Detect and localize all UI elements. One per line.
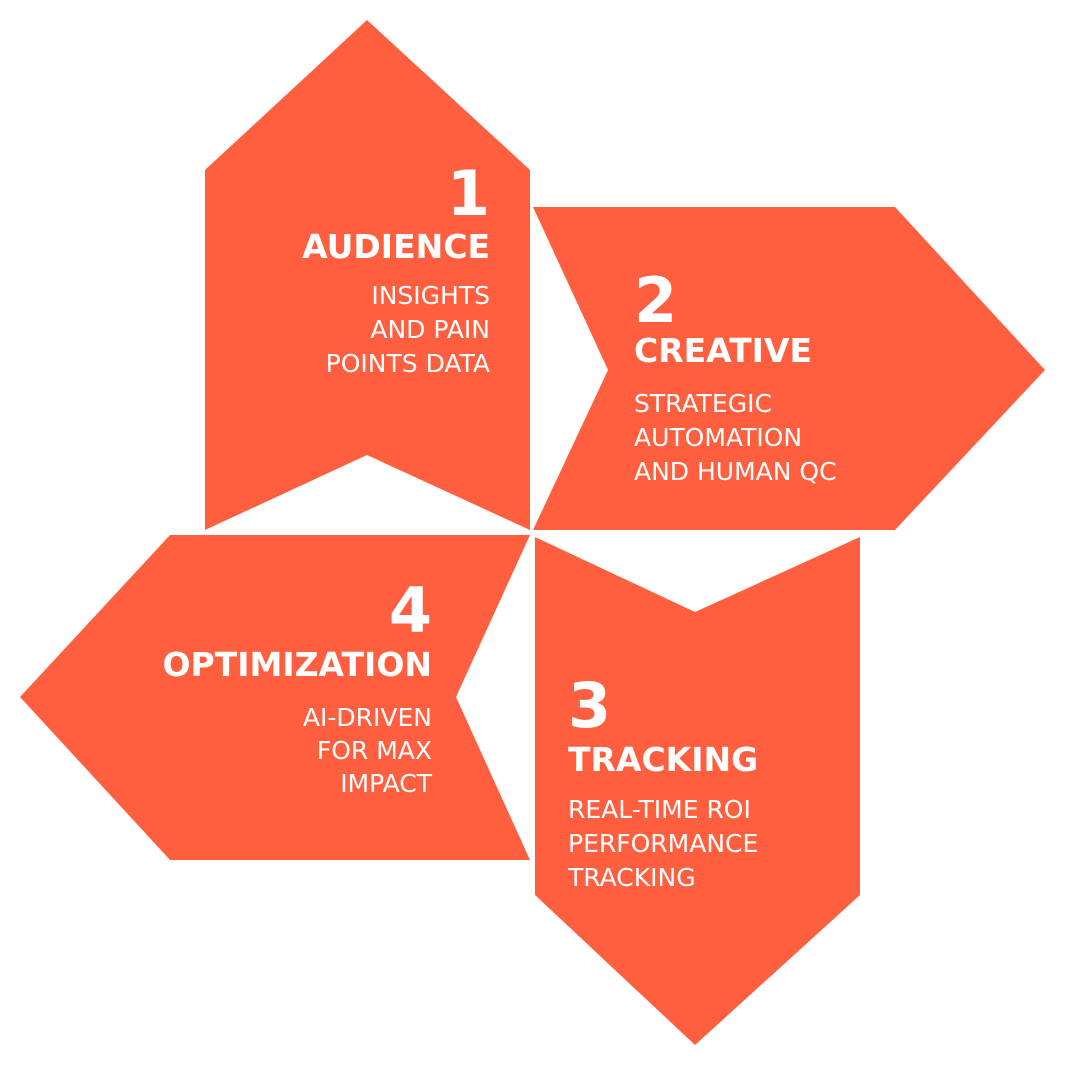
step-3-number: 3 — [568, 669, 611, 742]
step-2-arrow-shape — [533, 207, 1045, 530]
step-4-arrow-shape — [20, 535, 530, 860]
step-3-description-line-1: REAL-TIME ROI — [568, 795, 751, 824]
step-1-title: AUDIENCE — [302, 227, 490, 266]
step-1-audience: 1 AUDIENCE INSIGHTS AND PAIN POINTS DATA — [205, 20, 530, 530]
step-1-arrow-shape — [205, 20, 530, 530]
step-3-description-line-3: TRACKING — [567, 863, 696, 892]
step-4-description-line-1: AI-DRIVEN — [303, 703, 432, 732]
step-2-number: 2 — [634, 264, 677, 337]
step-2-description-line-2: AUTOMATION — [634, 423, 802, 452]
step-1-description-line-2: AND PAIN — [370, 315, 490, 344]
step-4-title: OPTIMIZATION — [162, 645, 432, 684]
step-1-description-line-3: POINTS DATA — [326, 349, 490, 378]
step-4-number: 4 — [389, 574, 432, 647]
step-1-description-line-1: INSIGHTS — [371, 281, 490, 310]
step-1-number: 1 — [447, 157, 490, 230]
step-3-title: TRACKING — [568, 740, 758, 779]
step-3-description-line-2: PERFORMANCE — [568, 829, 758, 858]
step-4-optimization: 4 OPTIMIZATION AI-DRIVEN FOR MAX IMPACT — [20, 535, 530, 860]
step-2-description-line-1: STRATEGIC — [634, 389, 772, 418]
step-4-description-line-2: FOR MAX — [317, 736, 432, 765]
step-4-description-line-3: IMPACT — [340, 769, 433, 798]
step-3-tracking: 3 TRACKING REAL-TIME ROI PERFORMANCE TRA… — [535, 537, 860, 1045]
step-3-arrow-shape — [535, 537, 860, 1045]
step-2-creative: 2 CREATIVE STRATEGIC AUTOMATION AND HUMA… — [533, 207, 1045, 530]
step-2-description-line-3: AND HUMAN QC — [634, 457, 837, 486]
step-2-title: CREATIVE — [634, 331, 812, 370]
